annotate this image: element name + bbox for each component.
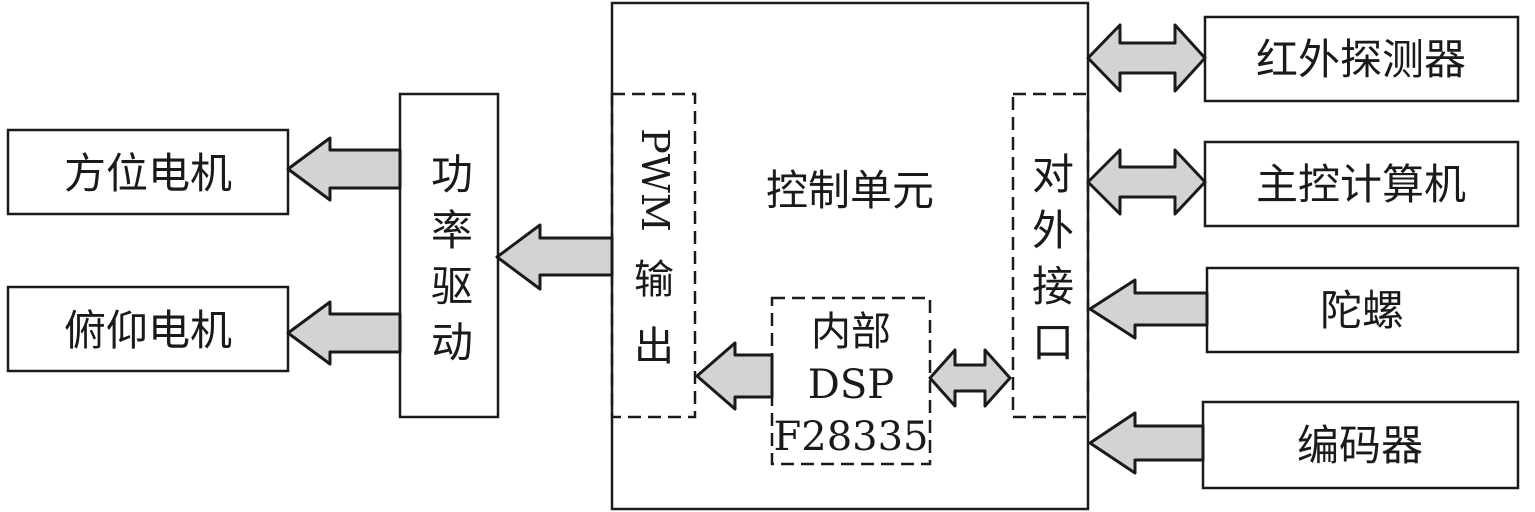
main-computer-label: 主控计算机 [1256, 160, 1466, 209]
arrow-encoder-to-control [1088, 411, 1205, 475]
pitch-motor-box [6, 285, 290, 373]
gyroscope-label: 陀螺 [1320, 286, 1404, 335]
encoder-label: 编码器 [1297, 421, 1423, 470]
infrared-detector-label: 红外探测器 [1256, 35, 1466, 84]
arrow-control-computer-bidirectional [1086, 148, 1207, 216]
power-drive-label: 功率驱动 [425, 152, 474, 376]
gyroscope-box [1205, 266, 1520, 354]
pwm-output-label-char-2: 出 [634, 324, 674, 370]
power-drive-box [398, 92, 500, 419]
arrow-control-infrared-bidirectional [1086, 23, 1207, 93]
infrared-detector-box [1203, 15, 1520, 103]
azimuth-motor-box [6, 128, 290, 216]
pwm-output-label-char-1: 输 [634, 257, 674, 303]
arrow-pwm-to-power-drive [495, 223, 614, 291]
encoder-box [1201, 400, 1520, 490]
arrow-drive-to-azimuth-motor [286, 136, 402, 202]
arrow-gyroscope-to-control [1088, 278, 1209, 340]
dsp-label-line-3: F28335 [774, 414, 929, 460]
dsp-label-line-2: DSP [808, 362, 894, 408]
arrow-dsp-to-pwm [695, 341, 774, 411]
main-computer-box [1203, 140, 1520, 228]
pwm-output-label-pwm: PWM [633, 128, 677, 232]
pitch-motor-label: 俯仰电机 [64, 306, 232, 355]
external-interface-label: 对外接口 [1026, 152, 1075, 376]
control-unit-label: 控制单元 [766, 166, 934, 215]
pwm-output-dashed-box [610, 92, 697, 419]
azimuth-motor-label: 方位电机 [64, 149, 232, 198]
arrow-dsp-interface-bidirectional [928, 348, 1012, 408]
arrow-drive-to-pitch-motor [286, 300, 402, 366]
internal-dsp-dashed-box [770, 296, 932, 466]
dsp-label-line-1: 内部 [811, 309, 891, 355]
